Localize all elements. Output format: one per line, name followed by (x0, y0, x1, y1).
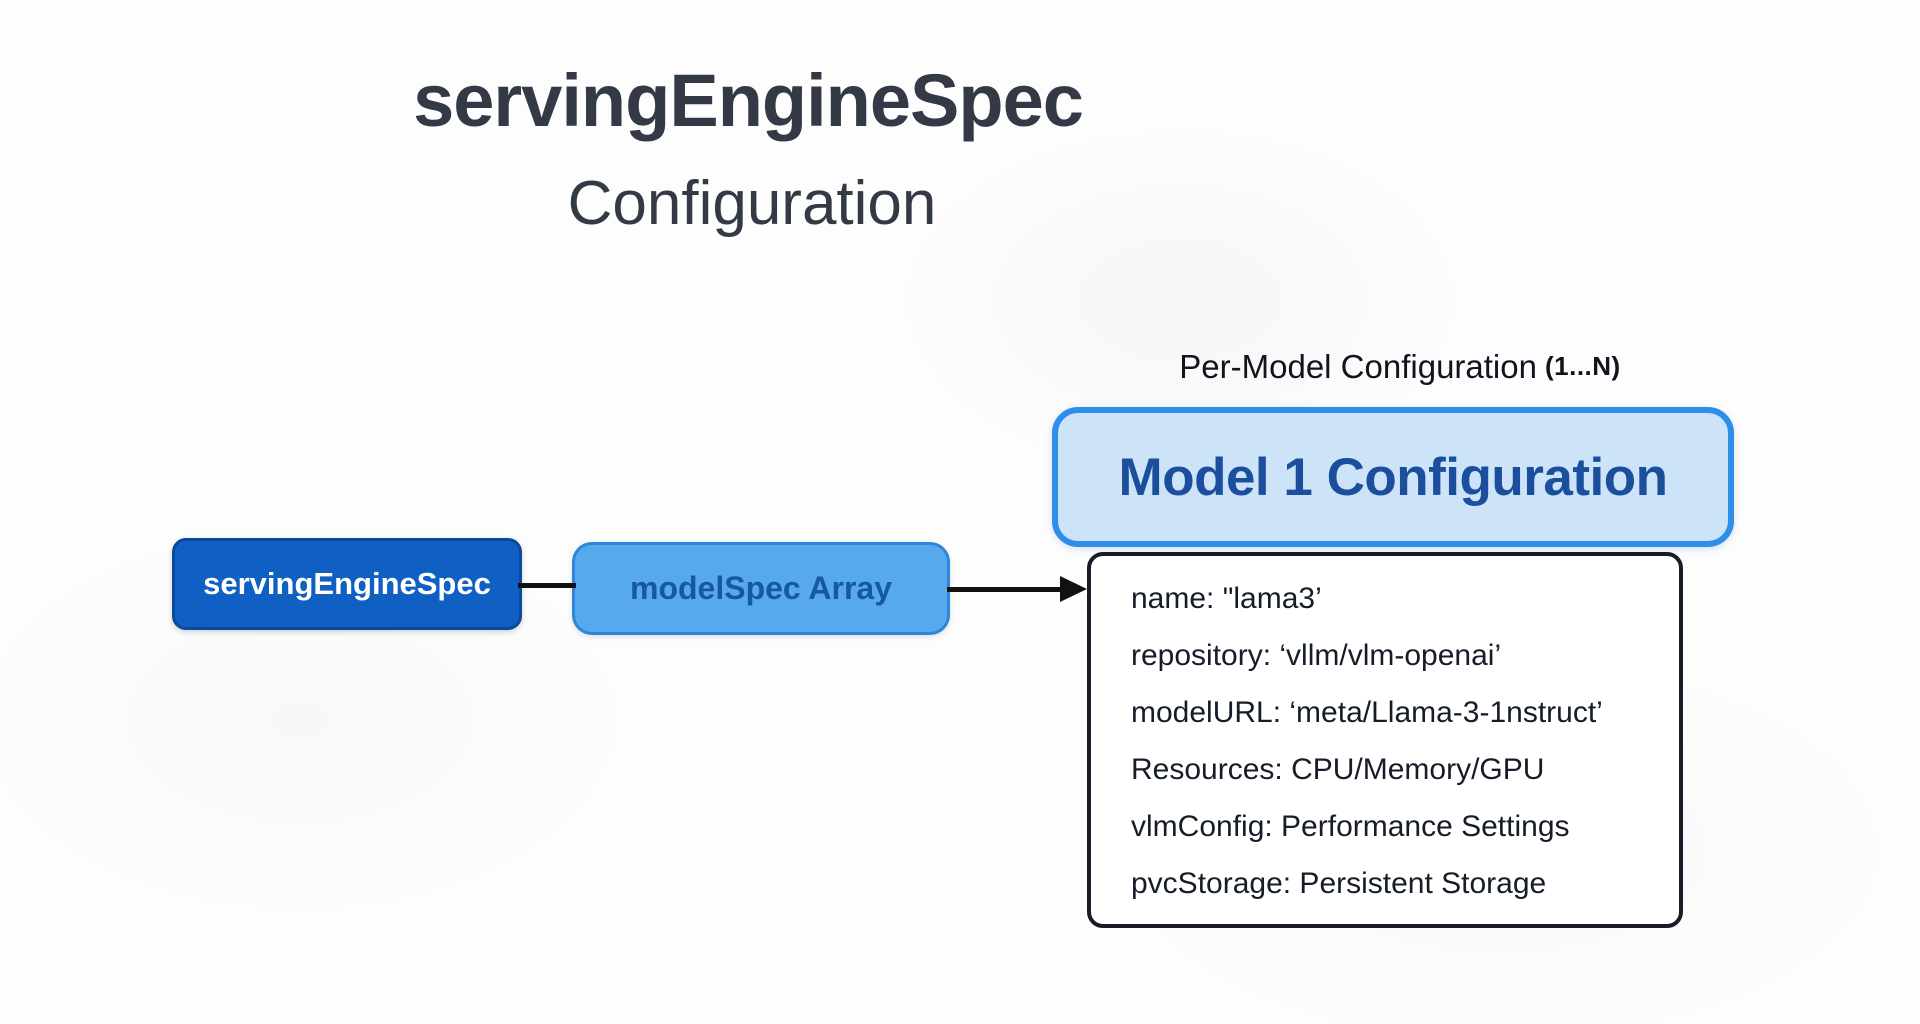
config-line-name: name: "lama3’ (1131, 582, 1322, 615)
config-line-repository: repository: ‘vllm/vlm-openai’ (1131, 639, 1502, 672)
config-line-vlmconfig: vlmConfig: Performance Settings (1131, 810, 1570, 843)
node-serving-engine-spec: servingEngineSpec (172, 538, 522, 630)
model-spec-array-label: modelSpec Array (629, 570, 893, 606)
connector-line (518, 583, 576, 588)
model1-configuration-box: Model 1 Configuration (1052, 407, 1734, 547)
per-model-label-text: Per-Model Configuration (1179, 348, 1537, 385)
page-title: servingEngineSpec (413, 59, 1084, 142)
config-line-resources: Resources: CPU/Memory/GPU (1131, 753, 1545, 786)
serving-engine-spec-label: servingEngineSpec (203, 566, 491, 601)
config-line-modelurl: modelURL: ‘meta/Llama-3-1nstruct’ (1131, 696, 1603, 729)
multiplicity-badge: (1...N) (1544, 351, 1621, 381)
per-model-configuration-label: Per-Model Configuration(1...N) (1179, 348, 1620, 386)
arrow-right-icon (1060, 576, 1087, 602)
model1-configuration-title: Model 1 Configuration (1118, 447, 1668, 507)
node-model-spec-array: modelSpec Array (572, 542, 950, 635)
page-subtitle: Configuration (567, 169, 937, 238)
config-line-pvcstorage: pvcStorage: Persistent Storage (1131, 867, 1547, 900)
arrow-line (947, 587, 1065, 592)
model-config-detail-box: name: "lama3’ repository: ‘vllm/vlm-open… (1087, 552, 1683, 928)
